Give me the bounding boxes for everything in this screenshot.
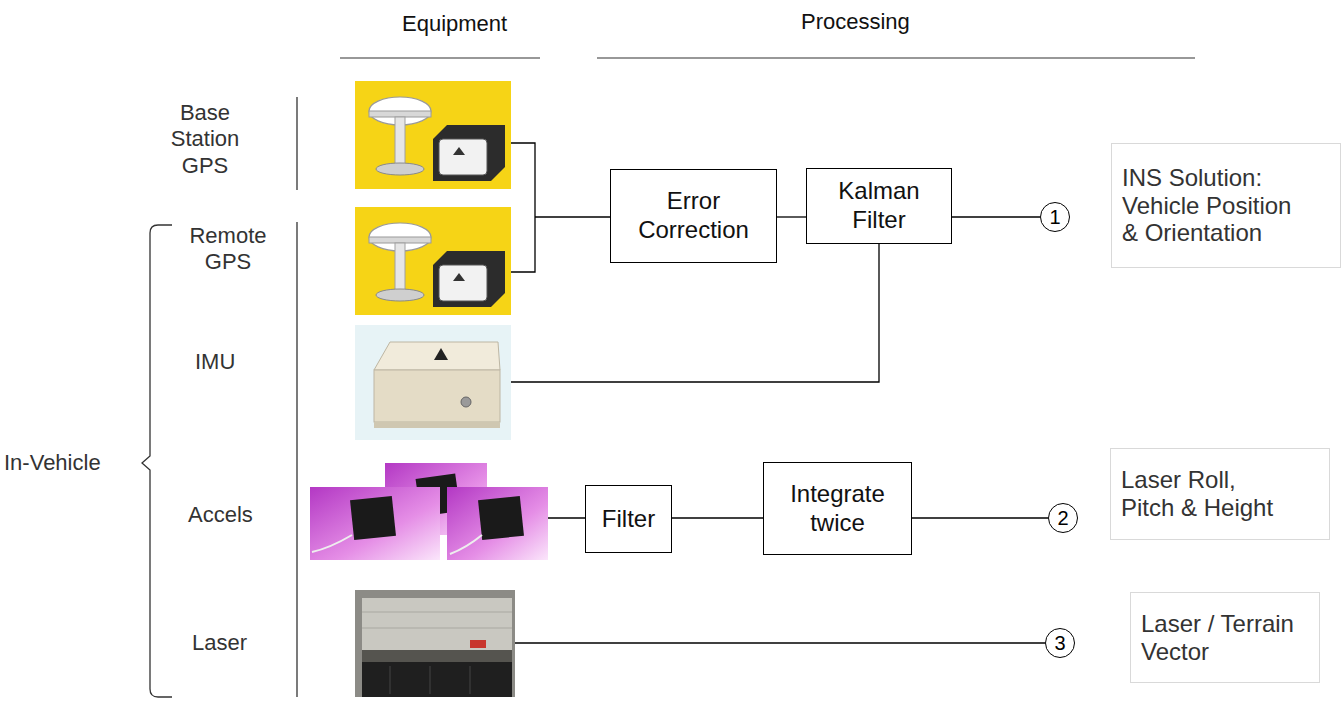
connector-line [912, 517, 1048, 518]
laser-ridge [362, 612, 512, 613]
group-bracket [142, 225, 172, 697]
accel-cable [450, 535, 482, 554]
node-text: INS Solution: Vehicle Position & Orienta… [1122, 164, 1307, 247]
accel-cable [312, 535, 352, 552]
laser-base [362, 662, 512, 697]
process-box: Error Correction [610, 169, 777, 263]
row-label: IMU [195, 349, 235, 375]
laser-detail [430, 666, 431, 694]
node-text: Laser / Terrain Vector [1141, 610, 1303, 665]
node-text: Integrate twice [770, 480, 905, 538]
laser-housing [362, 598, 512, 650]
process-box: Integrate twice [763, 462, 912, 555]
header-rule [597, 57, 1195, 58]
output-box: Laser Roll, Pitch & Height [1110, 448, 1330, 540]
header-rule [340, 57, 540, 58]
laser-photo [355, 590, 515, 697]
imu-connector [461, 397, 471, 407]
group-label: In-Vehicle [4, 450, 101, 476]
output-box: Laser / Terrain Vector [1130, 592, 1320, 683]
accel-sensor [350, 496, 396, 540]
row-label: Accels [188, 502, 253, 528]
callout-number: 2 [1057, 508, 1068, 528]
photo-ground [355, 325, 511, 440]
connector-line [777, 216, 806, 217]
accelerometer-photos [310, 463, 548, 560]
gps-photo [355, 207, 511, 315]
divider-bar [296, 97, 297, 190]
connector-line [952, 216, 1040, 217]
imu-photo [355, 325, 511, 440]
row-label: Remote GPS [178, 223, 278, 276]
output-box: INS Solution: Vehicle Position & Orienta… [1111, 143, 1341, 268]
node-text: Laser Roll, Pitch & Height [1121, 466, 1283, 521]
row-label: Base Station GPS [155, 100, 255, 179]
photo-ground [355, 590, 515, 697]
process-box: Kalman Filter [806, 168, 952, 244]
row-label: Laser [192, 630, 247, 656]
column-header: Equipment [402, 11, 507, 37]
laser-tag [470, 640, 486, 648]
node-text: Kalman Filter [813, 177, 945, 235]
imu-base [374, 422, 500, 428]
gps-photo [355, 81, 511, 189]
wire [535, 216, 612, 217]
wire [515, 642, 1045, 643]
accel-sensor [478, 496, 524, 540]
imu-top [374, 342, 500, 370]
column-header: Processing [801, 9, 910, 35]
callout-circle: 3 [1045, 628, 1075, 658]
node-text: Error Correction [617, 187, 770, 245]
wire [548, 517, 585, 518]
photo-card [447, 487, 548, 560]
divider-bar [296, 222, 297, 697]
callout-number: 3 [1054, 633, 1065, 653]
callout-number: 1 [1049, 207, 1060, 227]
imu-front [374, 370, 500, 422]
imu-logo [434, 348, 448, 360]
connector-line [672, 517, 763, 518]
laser-ridge [362, 628, 512, 629]
laser-frame [362, 650, 512, 662]
wire [511, 242, 879, 382]
node-text: Filter [602, 505, 655, 534]
wire [511, 143, 535, 272]
callout-circle: 1 [1040, 202, 1070, 232]
callout-circle: 2 [1048, 503, 1078, 533]
laser-detail [470, 666, 471, 694]
process-box: Filter [585, 485, 672, 553]
laser-detail [390, 666, 391, 694]
photo-card [310, 487, 440, 560]
